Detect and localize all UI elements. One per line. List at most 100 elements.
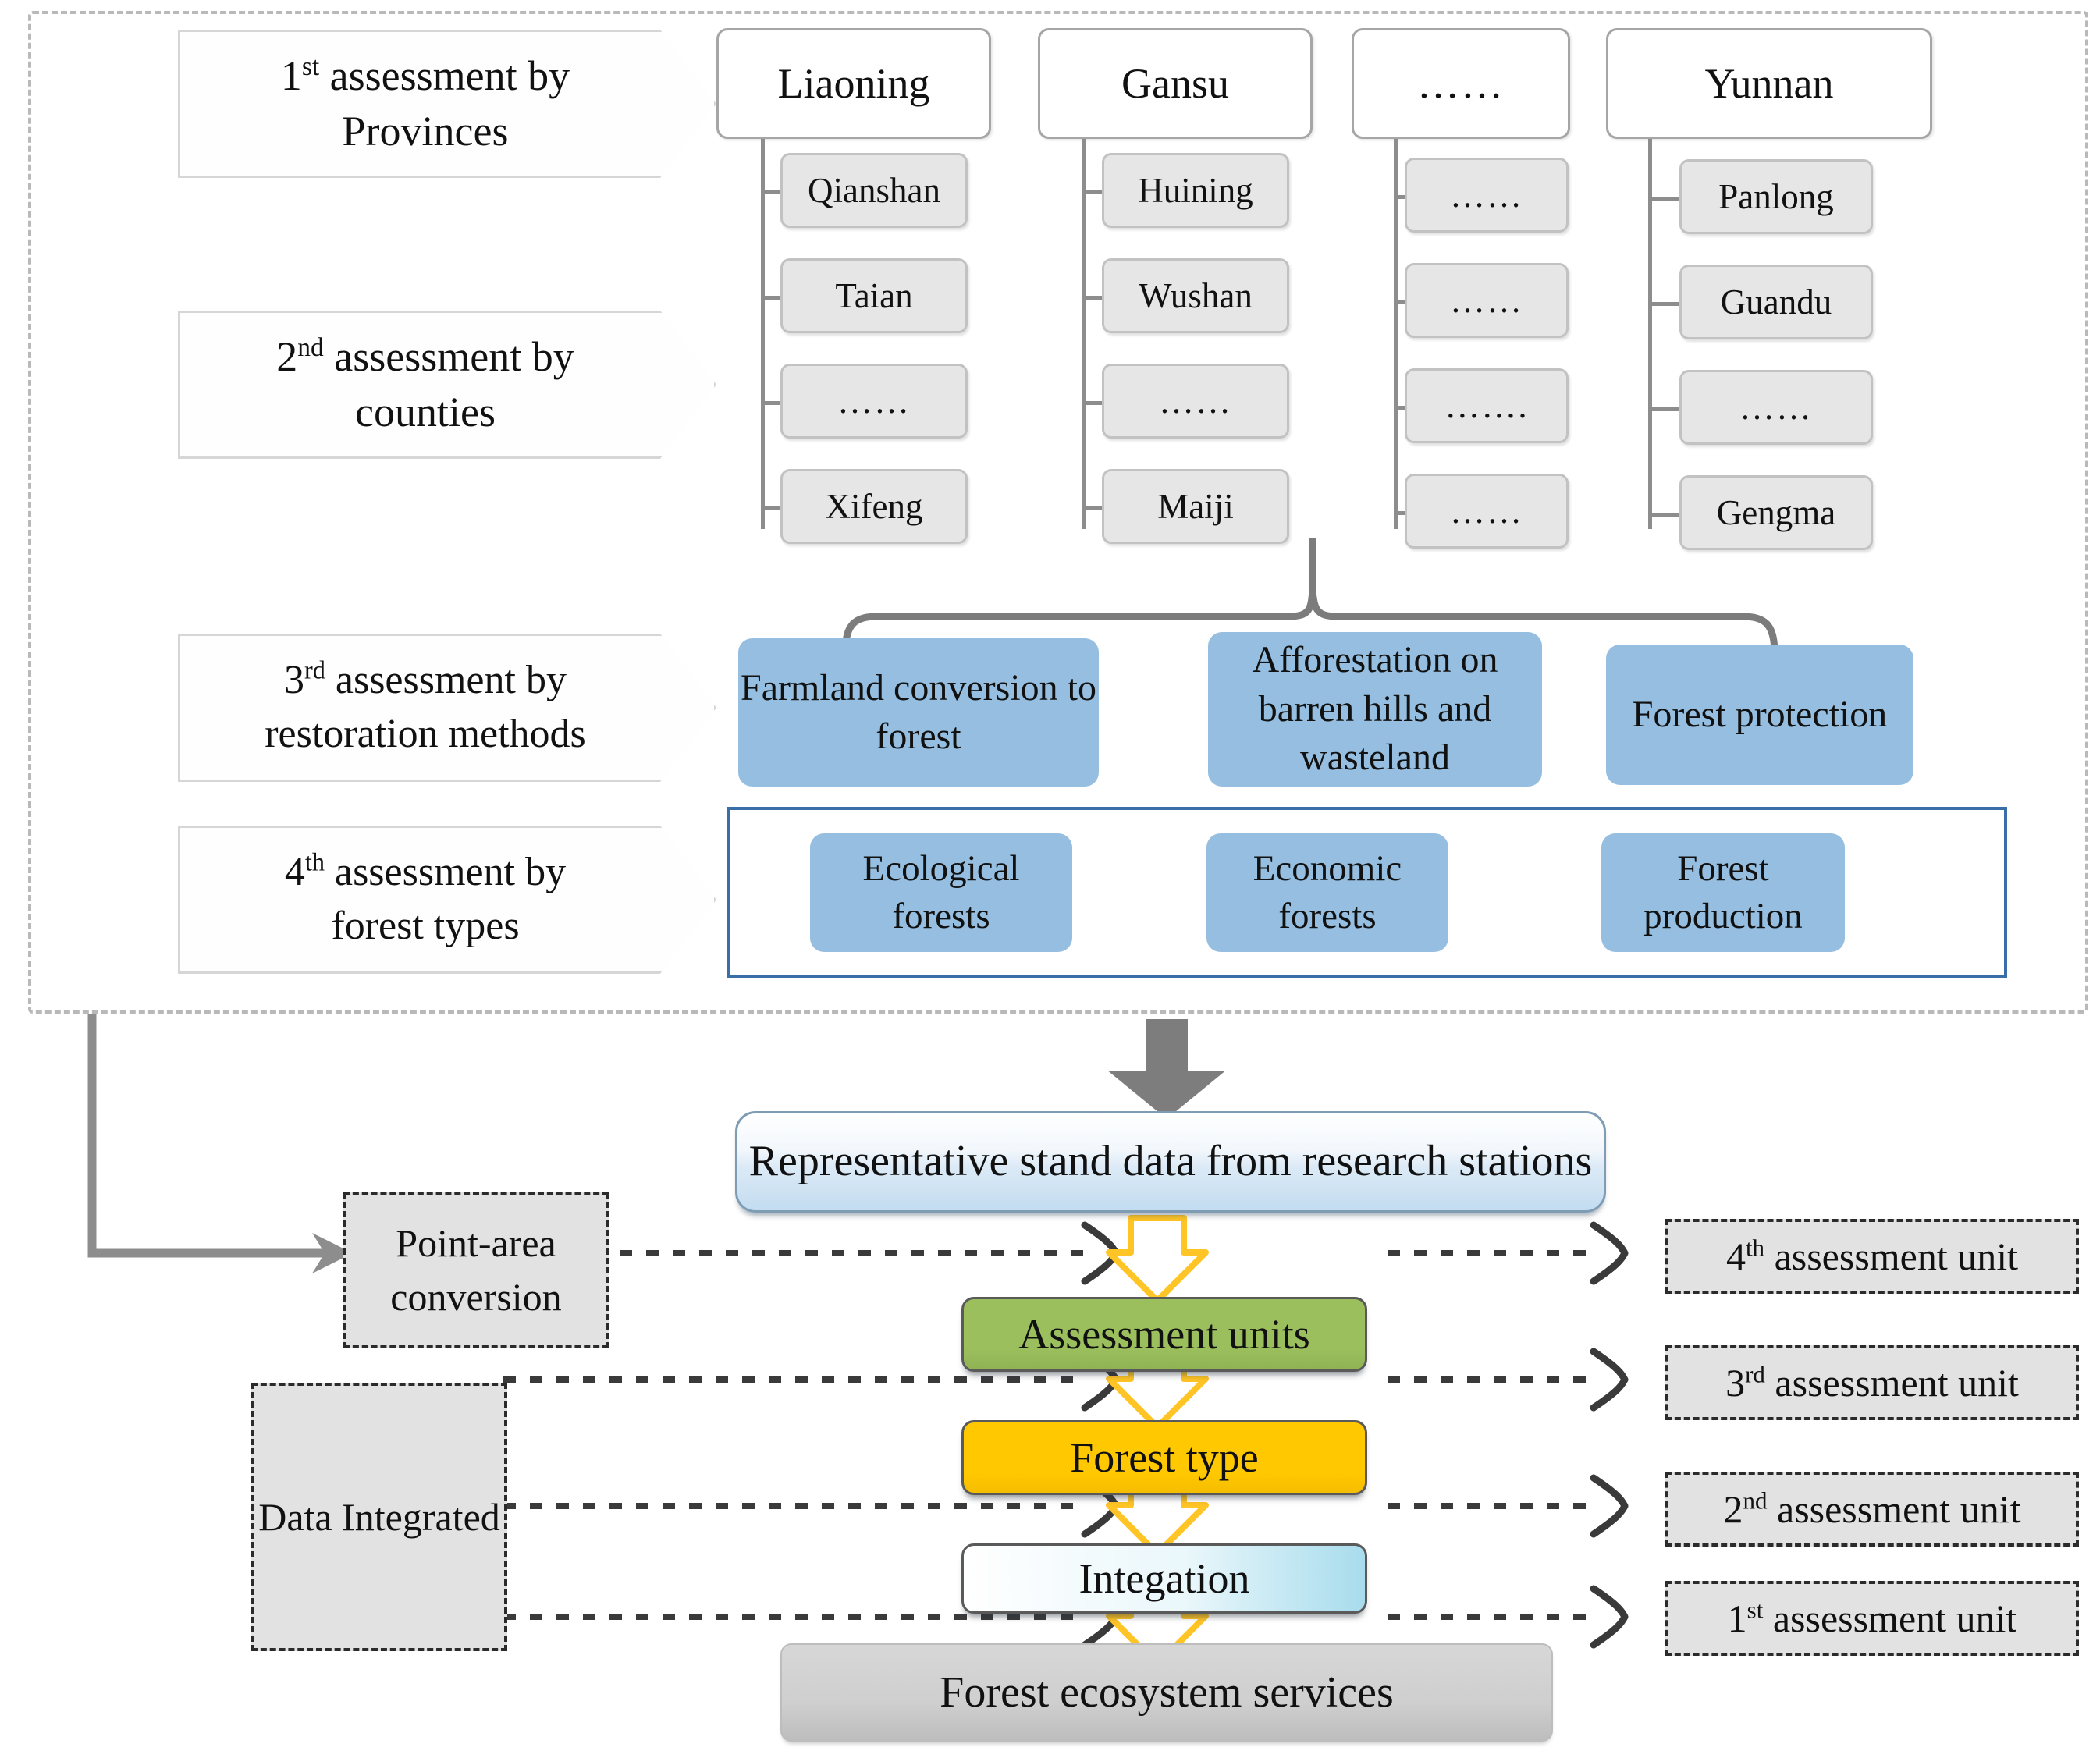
province-name-1: Gansu	[1121, 60, 1229, 107]
forest-type-label: Forest type	[1070, 1434, 1259, 1481]
assessment-unit-box-3rd[interactable]: 3rd assessment unit	[1665, 1345, 2079, 1420]
stage-label-1st-assessment: 1st assessment by Provinces	[178, 30, 716, 178]
restoration-method-label-1: Afforestation on barren hills and wastel…	[1252, 639, 1498, 779]
point-area-conversion-box[interactable]: Point-area conversion	[343, 1192, 609, 1348]
tree-branch-3-3	[1648, 513, 1695, 517]
county-label-3-3: Gengma	[1716, 493, 1836, 532]
county-box-2-0[interactable]: ……	[1405, 158, 1569, 233]
county-box-2-2[interactable]: …….	[1405, 368, 1569, 443]
county-label-1-1: Wushan	[1139, 276, 1253, 315]
county-box-1-0[interactable]: Huining	[1102, 153, 1289, 228]
representative-stand-data-box[interactable]: Representative stand data from research …	[735, 1111, 1606, 1213]
stage-3-suffix: rd	[304, 656, 325, 685]
province-name-3: Yunnan	[1704, 60, 1834, 107]
stage-1-line2: Provinces	[342, 108, 509, 154]
county-box-3-0[interactable]: Panlong	[1679, 159, 1873, 234]
county-label-1-2: ……	[1159, 382, 1232, 421]
stage-2-suffix: nd	[297, 332, 324, 362]
county-box-3-2[interactable]: ……	[1679, 370, 1873, 445]
stage-label-3rd-assessment: 3rd assessment by restoration methods	[178, 634, 716, 782]
integation-label: Integation	[1078, 1555, 1250, 1602]
tree-branch-3-1	[1648, 302, 1695, 306]
unit-4-ordinal: 4	[1725, 1234, 1746, 1278]
assessment-framework-container	[28, 11, 2088, 1014]
county-box-2-1[interactable]: ……	[1405, 263, 1569, 338]
county-box-0-1[interactable]: Taian	[780, 258, 968, 333]
county-box-0-3[interactable]: Xifeng	[780, 469, 968, 544]
county-label-2-0: ……	[1450, 176, 1523, 215]
representative-stand-data-label: Representative stand data from research …	[748, 1137, 1593, 1186]
restoration-method-box-2[interactable]: Forest protection	[1606, 645, 1913, 785]
county-label-0-2: ……	[837, 382, 911, 421]
restoration-method-label-2: Forest protection	[1632, 693, 1888, 735]
restoration-method-box-1[interactable]: Afforestation on barren hills and wastel…	[1208, 632, 1542, 787]
forest-type-label-0: Ecological forests	[862, 847, 1020, 936]
stage-3-line2: restoration methods	[265, 712, 586, 756]
unit-4-suffix: th	[1745, 1234, 1765, 1262]
county-label-1-3: Maiji	[1157, 487, 1234, 526]
stage-3-ordinal: 3	[284, 658, 305, 703]
county-label-0-1: Taian	[835, 276, 913, 315]
county-box-0-2[interactable]: ……	[780, 364, 968, 439]
stage-1-suffix: st	[301, 52, 320, 81]
province-name-0: Liaoning	[777, 60, 930, 107]
stage-1-text: assessment by	[319, 52, 570, 99]
point-area-conversion-label: Point-area conversion	[390, 1221, 562, 1319]
county-label-3-0: Panlong	[1718, 177, 1834, 216]
county-box-1-2[interactable]: ……	[1102, 364, 1289, 439]
assessment-unit-box-4th[interactable]: 4th assessment unit	[1665, 1219, 2079, 1294]
county-box-1-3[interactable]: Maiji	[1102, 469, 1289, 544]
tree-trunk-3	[1648, 139, 1652, 529]
tree-trunk-2	[1394, 139, 1398, 529]
county-label-1-0: Huining	[1138, 171, 1253, 210]
province-box-0[interactable]: Liaoning	[716, 28, 991, 139]
unit-1-ordinal: 1	[1727, 1596, 1747, 1640]
tree-branch-3-2	[1648, 407, 1695, 411]
stage-label-2nd-assessment: 2nd assessment by counties	[178, 311, 716, 459]
tree-trunk-0	[761, 139, 765, 529]
forest-type-box[interactable]: Forest type	[961, 1420, 1367, 1495]
forest-type-label-2: Forest production	[1643, 847, 1803, 936]
unit-4-rest: assessment unit	[1764, 1234, 2019, 1278]
restoration-method-box-0[interactable]: Farmland conversion to forest	[738, 638, 1099, 787]
province-box-2[interactable]: ……	[1352, 28, 1570, 139]
forest-ecosystem-services-box[interactable]: Forest ecosystem services	[780, 1643, 1553, 1742]
county-label-0-3: Xifeng	[825, 487, 923, 526]
data-integrated-label: Data Integrated	[258, 1494, 500, 1539]
county-box-3-3[interactable]: Gengma	[1679, 475, 1873, 550]
unit-2-rest: assessment unit	[1767, 1487, 2021, 1531]
county-label-3-1: Guandu	[1720, 282, 1832, 321]
forest-type-box-0[interactable]: Ecological forests	[810, 833, 1072, 952]
province-box-1[interactable]: Gansu	[1038, 28, 1313, 139]
stage-4-suffix: th	[304, 848, 325, 877]
stage-3-text: assessment by	[325, 658, 567, 703]
unit-3-ordinal: 3	[1725, 1361, 1746, 1405]
county-box-3-1[interactable]: Guandu	[1679, 265, 1873, 339]
county-label-3-2: ……	[1739, 388, 1813, 427]
integation-box[interactable]: Integation	[961, 1543, 1367, 1614]
stage-4-ordinal: 4	[284, 850, 305, 895]
forest-type-box-1[interactable]: Economic forests	[1206, 833, 1448, 952]
tree-trunk-1	[1082, 139, 1086, 529]
unit-1-suffix: st	[1746, 1596, 1764, 1624]
province-name-2: ……	[1417, 60, 1505, 107]
county-box-2-3[interactable]: ……	[1405, 474, 1569, 549]
restoration-method-label-0: Farmland conversion to forest	[741, 666, 1096, 757]
county-box-0-0[interactable]: Qianshan	[780, 153, 968, 228]
unit-3-suffix: rd	[1745, 1360, 1765, 1388]
assessment-unit-box-2nd[interactable]: 2nd assessment unit	[1665, 1472, 2079, 1547]
county-label-2-1: ……	[1450, 281, 1523, 320]
forest-type-box-2[interactable]: Forest production	[1601, 833, 1845, 952]
county-box-1-1[interactable]: Wushan	[1102, 258, 1289, 333]
forest-ecosystem-services-label: Forest ecosystem services	[940, 1668, 1394, 1717]
stage-4-line2: forest types	[331, 904, 520, 948]
unit-2-suffix: nd	[1743, 1486, 1768, 1515]
tree-branch-3-0	[1648, 197, 1695, 201]
assessment-unit-box-1st[interactable]: 1st assessment unit	[1665, 1581, 2079, 1656]
data-integrated-box[interactable]: Data Integrated	[251, 1383, 507, 1651]
stage-2-line2: counties	[355, 389, 496, 435]
assessment-units-box[interactable]: Assessment units	[961, 1297, 1367, 1372]
province-box-3[interactable]: Yunnan	[1606, 28, 1932, 139]
flow-down-arrow-icon	[1108, 1019, 1225, 1119]
stage-4-text: assessment by	[324, 850, 567, 895]
